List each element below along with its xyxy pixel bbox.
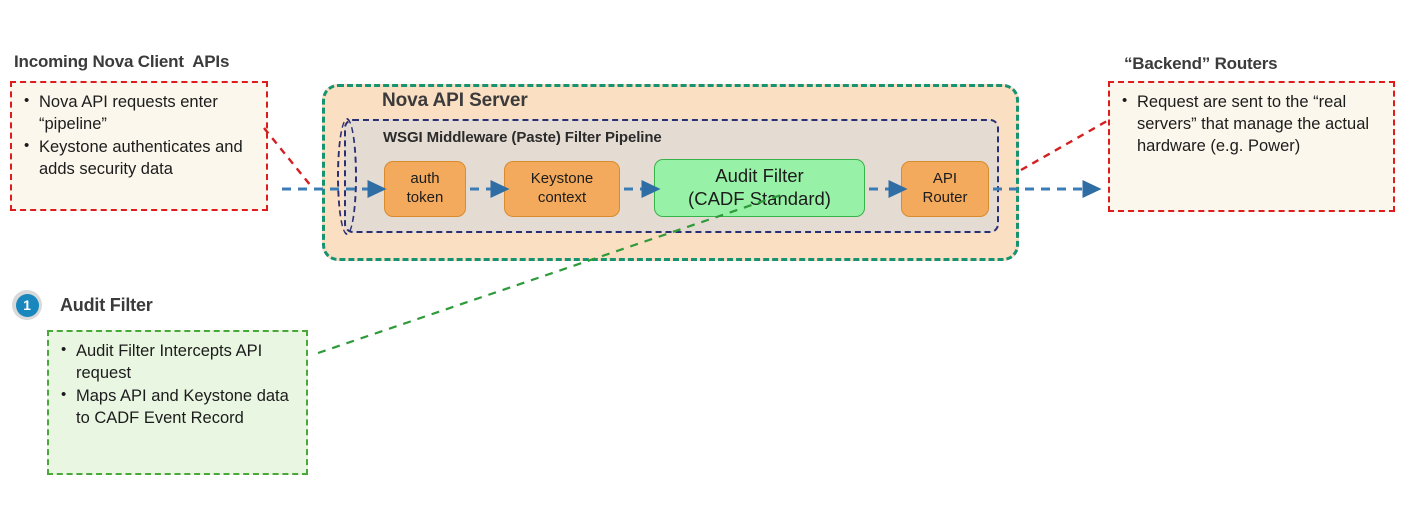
node-label-line2: (CADF Standard) [688,188,831,209]
node-label-line1: API [932,170,958,188]
node-api-router[interactable]: API Router [901,161,989,217]
node-label-line1: Keystone [530,170,594,188]
node-label-line2: context [537,189,587,206]
node-audit-filter[interactable]: Audit Filter (CADF Standard) [654,159,865,217]
node-keystone-context[interactable]: Keystone context [504,161,620,217]
right-callout-bullets: Request are sent to the “real servers” t… [1120,91,1381,158]
audit-note-box: Audit Filter Intercepts API request Maps… [47,330,308,475]
step-badge-number: 1 [15,293,39,317]
left-callout-box: Nova API requests enter “pipeline” Keyst… [10,81,268,211]
left-callout-heading: Incoming Nova Client APIs [14,52,230,71]
leader-left-callout [263,127,312,187]
node-auth-token[interactable]: auth token [384,161,466,217]
wsgi-pipeline-title: WSGI Middleware (Paste) Filter Pipeline [383,129,662,146]
audit-note-heading: Audit Filter [60,295,153,315]
list-item: Keystone authenticates and adds security… [22,136,254,181]
right-callout-box: Request are sent to the “real servers” t… [1108,81,1395,212]
node-label-line1: auth [410,170,440,188]
left-callout-bullets: Nova API requests enter “pipeline” Keyst… [22,91,254,181]
list-item: Request are sent to the “real servers” t… [1120,91,1381,158]
right-callout-heading: “Backend” Routers [1124,54,1278,73]
step-badge-1: 1 [12,290,42,320]
node-label-line2: token [406,189,444,206]
audit-note-bullets: Audit Filter Intercepts API request Maps… [59,340,294,430]
list-item: Nova API requests enter “pipeline” [22,91,254,136]
leader-right-callout [1020,119,1108,172]
list-item: Audit Filter Intercepts API request [59,340,294,385]
node-label-line1: Audit Filter [715,165,804,187]
nova-api-server-title: Nova API Server [382,90,528,111]
list-item: Maps API and Keystone data to CADF Event… [59,385,294,430]
node-label-line2: Router [922,189,968,206]
pipeline-entry-ellipse [337,118,357,235]
